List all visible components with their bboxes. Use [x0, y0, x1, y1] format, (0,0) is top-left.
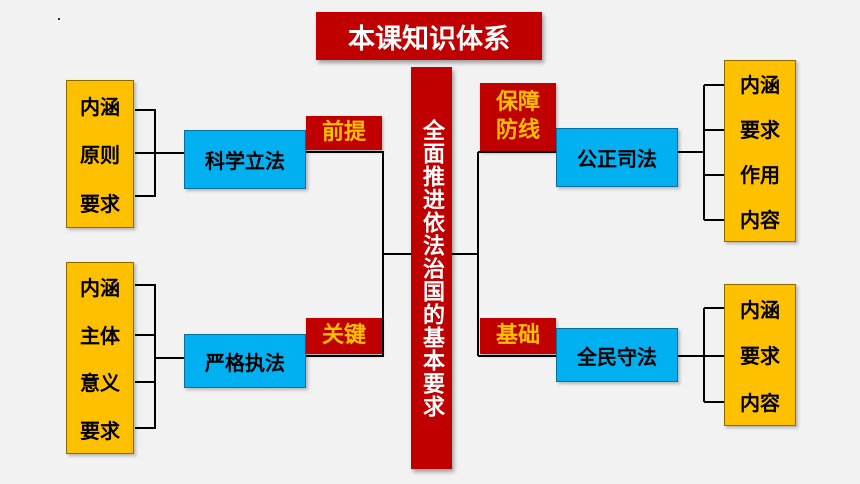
item-label: 内涵 [740, 297, 780, 322]
bracket-yange-items [135, 284, 184, 429]
item-label: 要求 [740, 344, 780, 369]
center-theme: 全面推进依法治国的基本要求 [411, 67, 452, 469]
item-label: 主体 [80, 323, 120, 348]
relation-line: 防线 [495, 118, 540, 143]
item-label: 内涵 [80, 276, 120, 301]
item-label: 内容 [740, 391, 780, 416]
item-label: 内容 [740, 208, 780, 232]
item-label: 原则 [80, 143, 120, 168]
topic-quanmin-shoufa: 全民守法 [556, 328, 678, 382]
bracket-quanmin-items [676, 307, 724, 403]
topic-gongzheng-sifa: 公正司法 [556, 128, 678, 187]
item-label: 作用 [740, 163, 780, 187]
gongzheng-items-box: 内涵 要求 作用 内容 [724, 60, 796, 242]
item-label: 要求 [80, 192, 120, 217]
kexue-items-box: 内涵 原则 要求 [66, 80, 134, 228]
item-label: 意义 [80, 371, 120, 396]
relation-line: 保障 [495, 90, 540, 115]
yange-items-box: 内涵 主体 意义 要求 [66, 262, 134, 454]
item-label: 要求 [80, 418, 120, 443]
item-label: 内涵 [80, 94, 120, 119]
relation-guanjian: 关键 [306, 318, 382, 354]
bracket-gongzheng-items [676, 84, 724, 221]
item-label: 要求 [740, 118, 780, 142]
relation-jichu: 基础 [480, 318, 556, 354]
item-label: 内涵 [740, 73, 780, 97]
bracket-kexue-items [135, 109, 184, 197]
relation-qianti: 前提 [306, 116, 382, 150]
topic-kexue-lifa: 科学立法 [184, 130, 306, 189]
relation-baozhang-fangxian: 保障 防线 [480, 83, 556, 151]
page-title: 本课知识体系 [316, 12, 542, 60]
quanmin-items-box: 内涵 要求 内容 [724, 284, 796, 426]
topic-yange-zhifa: 严格执法 [184, 334, 306, 388]
decorative-dot [58, 18, 60, 20]
